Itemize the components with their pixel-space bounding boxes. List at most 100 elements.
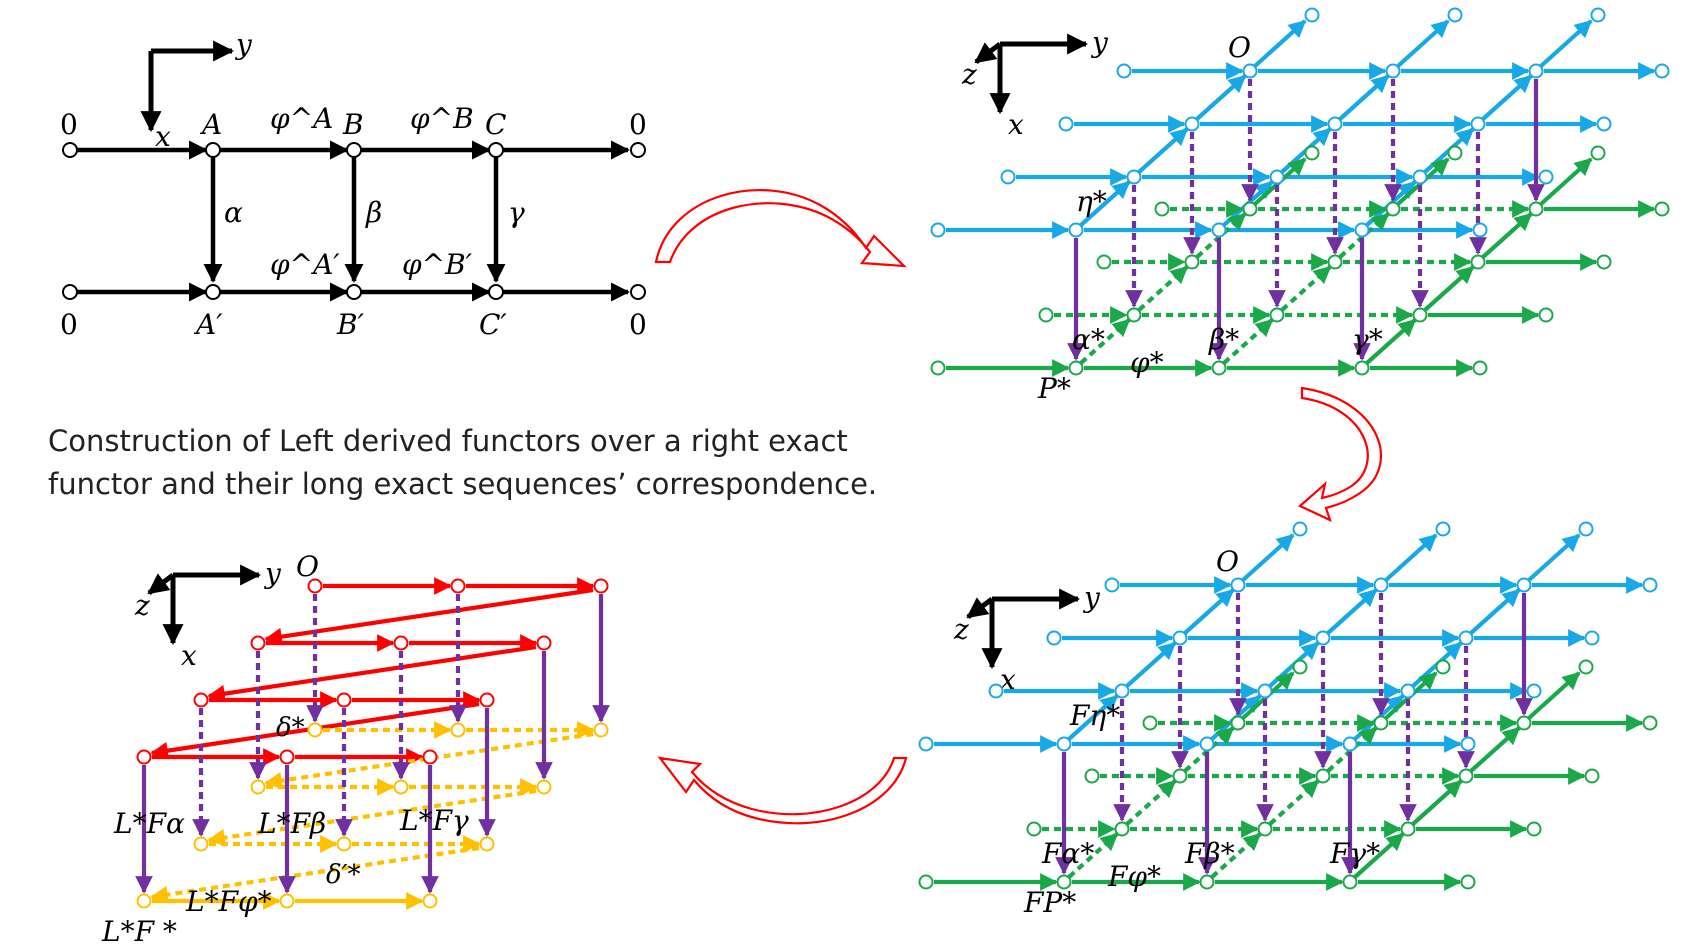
panel3-phi-label: Fφ*: [1107, 860, 1161, 893]
blue-node-in-0: [1116, 63, 1132, 79]
green-node-0-0: [1242, 201, 1258, 217]
blue-diag-out-2: [1527, 533, 1581, 582]
red-connector-1: [207, 644, 537, 703]
blue-diag-1-1: [1338, 74, 1390, 121]
green-node-1-1: [1315, 768, 1331, 784]
blue-diag-out-0: [1253, 19, 1307, 68]
label-C: C: [485, 108, 506, 141]
blue-node-in-3: [930, 222, 946, 238]
label-A: A: [199, 108, 222, 141]
node-C-prime: [488, 284, 504, 300]
green-node-top-0: [1292, 659, 1308, 675]
label-phiB: φ^B: [410, 102, 474, 135]
green-node-out-0: [1654, 201, 1670, 217]
yellow-node-3-1: [279, 893, 295, 909]
panel4-LFphi-label: L*Fφ*: [185, 885, 272, 918]
blue-node-2-0: [1126, 169, 1142, 185]
green-node-3-1: [1211, 360, 1227, 376]
transition-arrows: [654, 189, 1383, 825]
green-node-top-2: [1590, 145, 1606, 161]
panel3-axes-x-label: x: [1000, 663, 1016, 696]
blue-node-3-1: [1199, 736, 1215, 752]
blue-node-1-1: [1327, 116, 1343, 132]
green-diag-2-1: [1469, 726, 1521, 773]
green-node-0-2: [1528, 201, 1544, 217]
node-A-prime: [205, 284, 221, 300]
green-diag-2-2: [1423, 265, 1475, 312]
blue-node-2-0: [1114, 683, 1130, 699]
panel2-axes-z-label: z: [961, 58, 977, 91]
blue-node-in-2: [1000, 169, 1016, 185]
green-diag-out-2: [1539, 157, 1593, 206]
blue-diag-2-1: [1481, 74, 1533, 121]
green-node-in-2: [1038, 307, 1054, 323]
green-node-in-1: [1096, 254, 1112, 270]
panel3-eta-label: Fη*: [1069, 699, 1120, 732]
blue-node-out-2: [1538, 169, 1554, 185]
blue-node-3-2: [1342, 736, 1358, 752]
blue-node-1-2: [1470, 116, 1486, 132]
green-node-in-3: [918, 874, 934, 890]
blue-node-1-0: [1172, 630, 1188, 646]
red-node-2-2: [479, 692, 495, 708]
blue-diag-0-3: [1067, 694, 1119, 741]
panel2-phi-label: φ*: [1130, 346, 1164, 379]
label-beta: β: [365, 196, 382, 229]
green-diag-2-3: [1353, 832, 1405, 879]
node-B-prime: [346, 284, 362, 300]
blue-node-2-2: [1400, 683, 1416, 699]
blue-diag-out-2: [1539, 19, 1593, 68]
panel4-axes-z-label: z: [134, 589, 150, 622]
green-node-0-1: [1373, 715, 1389, 731]
red-node-0-1: [450, 578, 466, 594]
yellow-node-1-0: [250, 779, 266, 795]
yellow-node-3-2: [422, 893, 438, 909]
yellow-node-2-0: [193, 836, 209, 852]
green-diag-0-2: [1137, 265, 1189, 312]
red-node-1-0: [250, 635, 266, 651]
node-zero-bottom-left: [62, 284, 78, 300]
blue-diag-0-2: [1125, 641, 1177, 688]
blue-node-3-1: [1211, 222, 1227, 238]
green-node-1-0: [1172, 768, 1188, 784]
blue-node-out-1: [1596, 116, 1612, 132]
blue-node-0-2: [1528, 63, 1544, 79]
green-node-out-3: [1460, 874, 1476, 890]
node-B: [346, 142, 362, 158]
blue-node-2-1: [1269, 169, 1285, 185]
blue-node-in-1: [1058, 116, 1074, 132]
blue-node-out-2: [1526, 683, 1542, 699]
green-node-top-1: [1435, 659, 1451, 675]
green-diag-0-3: [1067, 832, 1119, 879]
green-node-top-2: [1578, 659, 1594, 675]
panel2-beta-label: β*: [1208, 323, 1239, 356]
blue-diag-0-3: [1079, 180, 1131, 227]
panel2-P-label: P*: [1037, 372, 1071, 405]
yellow-node-0-1: [450, 722, 466, 738]
green-diag-2-2: [1411, 779, 1463, 826]
blue-node-top-1: [1447, 7, 1463, 23]
green-diag-0-1: [1195, 212, 1247, 259]
green-node-3-0: [1068, 360, 1084, 376]
panel4-LFgamma-label: L*Fγ: [399, 804, 469, 837]
red-node-3-1: [279, 749, 295, 765]
axis-label-y: y: [234, 28, 253, 61]
panel4-delta-label: δ*: [276, 713, 305, 743]
blue-diag-out-1: [1384, 533, 1438, 582]
green-diag-2-1: [1481, 212, 1533, 259]
panel2-axes-x-label: x: [1008, 108, 1024, 141]
yellow-node-3-0: [136, 893, 152, 909]
panel-ses: y x: [60, 28, 647, 341]
green-node-out-1: [1596, 254, 1612, 270]
green-node-0-0: [1230, 715, 1246, 731]
red-node-1-1: [393, 635, 409, 651]
blue-node-0-2: [1516, 577, 1532, 593]
label-alpha: α: [224, 196, 243, 229]
blue-diag-0-1: [1183, 588, 1235, 635]
green-diag-1-2: [1268, 779, 1320, 826]
label-zero-tr: 0: [629, 108, 647, 141]
green-node-3-2: [1342, 874, 1358, 890]
panel2-origin-label: O: [1228, 31, 1251, 64]
blue-diag-2-1: [1469, 588, 1521, 635]
